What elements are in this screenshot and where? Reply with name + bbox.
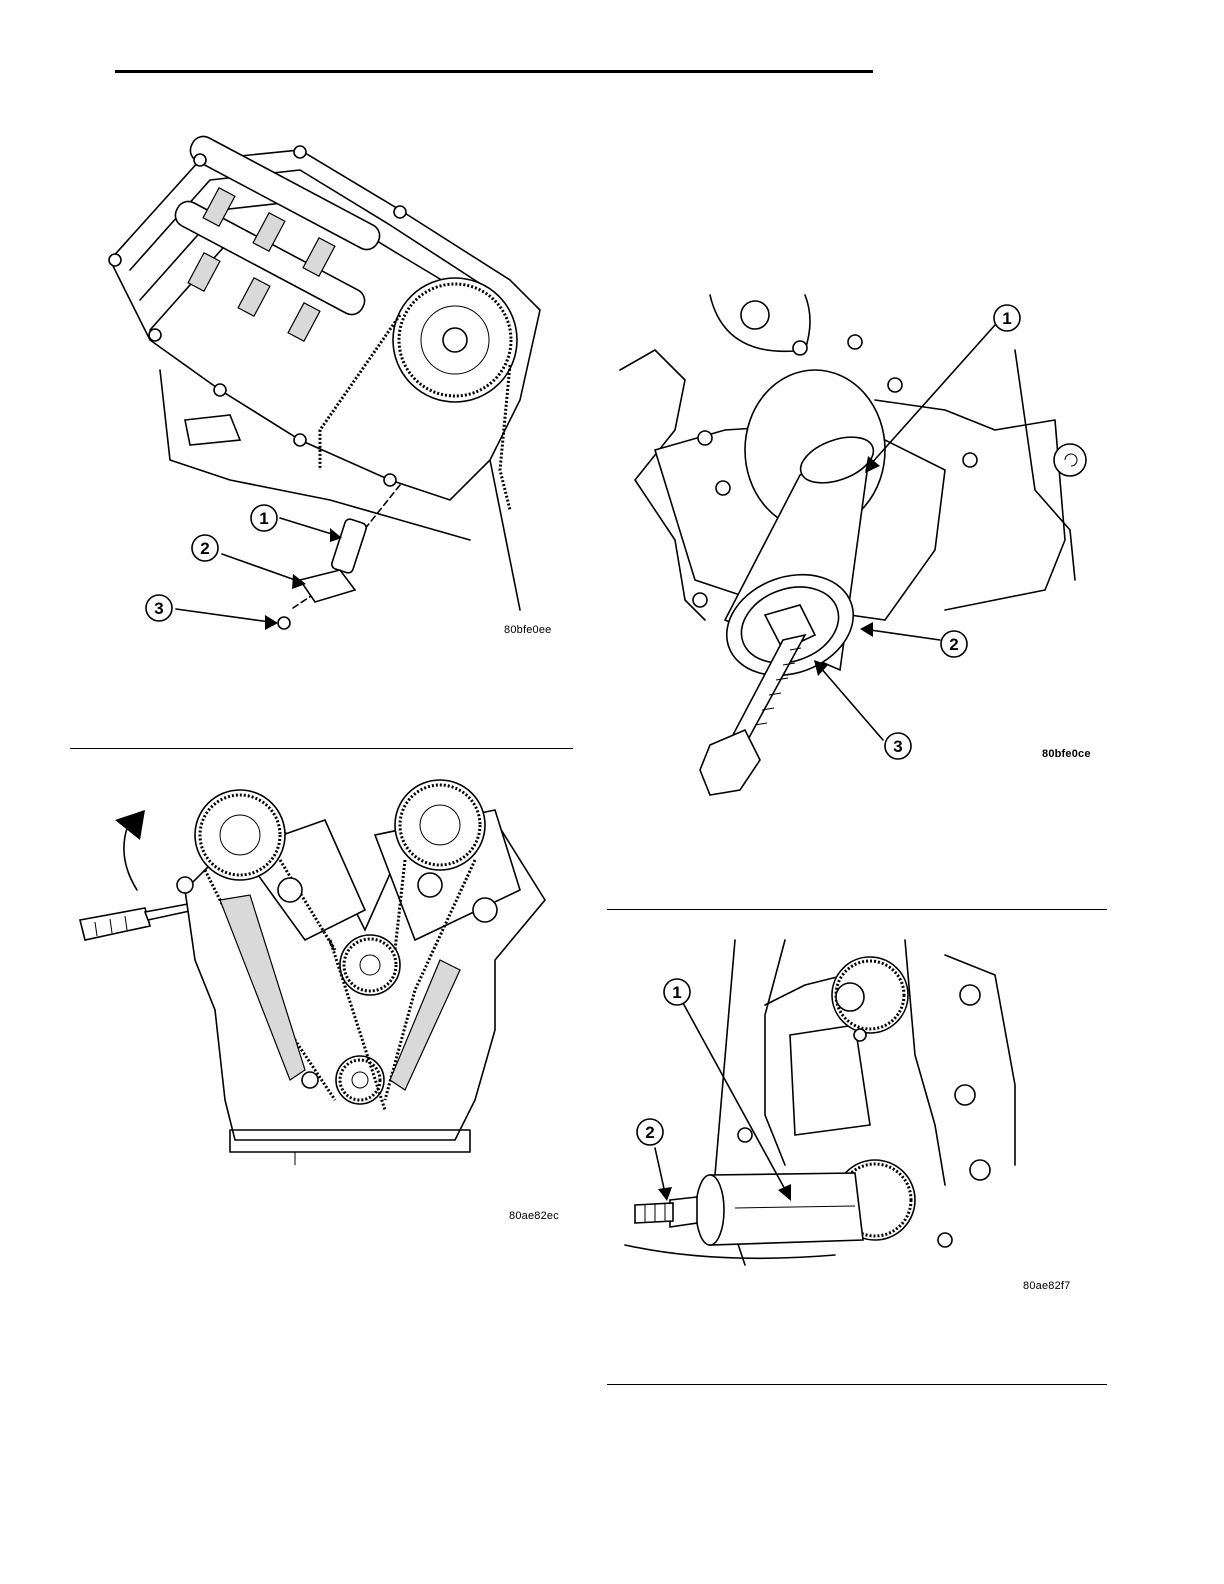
callout-2: 2 [645,1123,654,1142]
figure-code: 80bfe0ce [1042,748,1091,760]
callout-group: 1 2 [637,979,690,1145]
tensioner-parts [278,485,400,629]
figure-code: 80ae82f7 [1023,1280,1070,1292]
leader-arrows [176,518,342,630]
figure-code: 80bfe0ee [504,624,551,636]
figure-code: 80ae82ec [509,1210,559,1222]
sprocket-installer-illustration: 1 2 [615,935,1095,1295]
figure-damper-puller: 1 2 3 80bfe0ce [615,290,1095,800]
callout-1: 1 [1002,309,1011,328]
figure-cylinder-head-tensioner: 1 2 3 80bfe0ee [70,140,570,650]
figure-timing-chain-screwdriver: 80ae82ec [75,780,570,1230]
callout-2: 2 [949,635,958,654]
timing-chain-illustration [75,780,570,1230]
callout-1: 1 [259,509,268,528]
leader-arrows [655,1003,791,1201]
divider-right-lower [607,1384,1107,1385]
installer-tool [635,1173,863,1245]
divider-right-upper [607,909,1107,910]
divider-left [70,748,573,749]
cylinder-head-illustration: 1 2 3 [70,140,570,650]
callout-1: 1 [672,983,681,1002]
damper-puller-illustration: 1 2 3 [615,290,1095,800]
callout-3: 3 [893,737,902,756]
callout-group: 1 2 3 [146,505,277,621]
callout-3: 3 [154,599,163,618]
header-rule [115,70,873,73]
callout-2: 2 [200,539,209,558]
figure-sprocket-installer: 1 2 80ae82f7 [615,935,1095,1295]
